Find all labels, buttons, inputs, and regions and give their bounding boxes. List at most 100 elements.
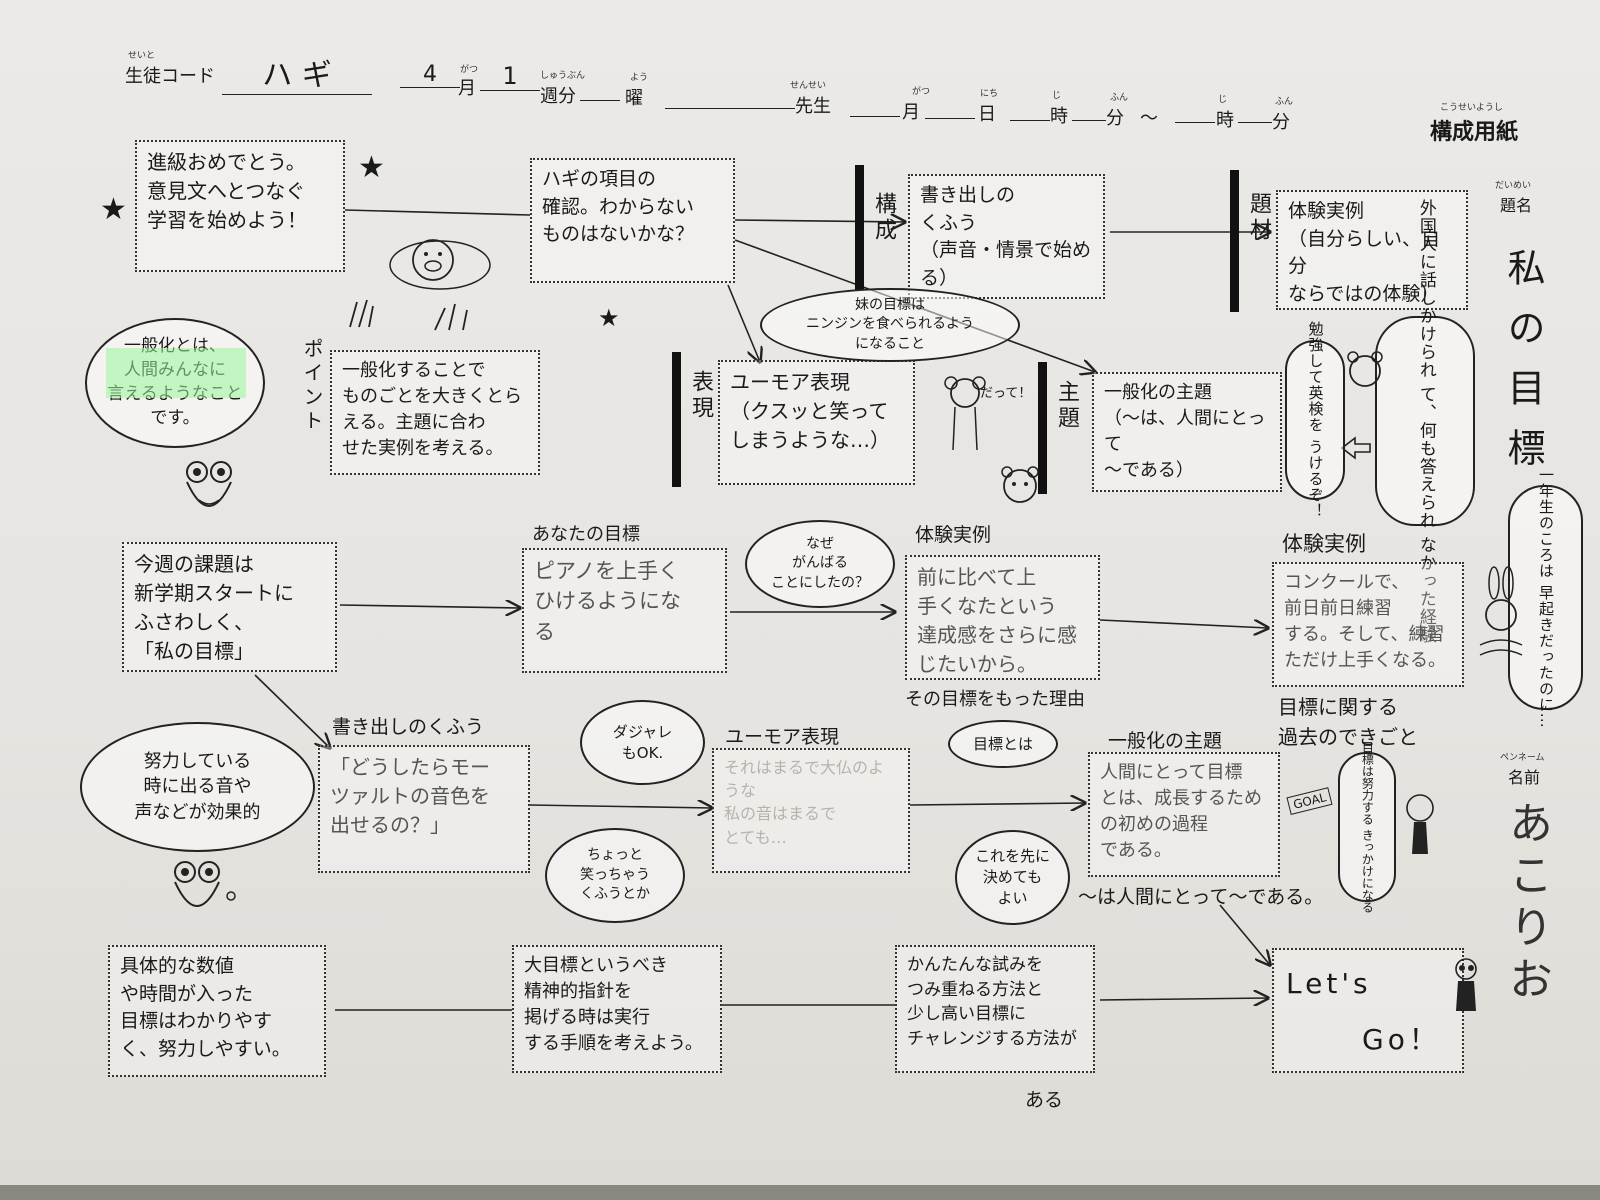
structure-bar [855, 165, 864, 290]
arrow-exp1-exp2 [1099, 619, 1268, 628]
arrow-humor-theme [909, 803, 1085, 805]
decide-bubble-text: これを先に 決めても よい [974, 847, 1050, 907]
goal-effort-bubble-text: 目標は努力する きっかけになる [1360, 741, 1375, 913]
side-label-material: 題材 [1246, 192, 1271, 244]
arrow-formula-letsgo [1219, 904, 1270, 965]
teacher-ruby: せんせい [790, 81, 827, 91]
tip2-box: 大目標というべき 精神的指針を 掲げる時は実行 する手順を考えよう。 [512, 945, 722, 1073]
humor-box: ユーモア表現 （クスッと笑って しまうような…） [718, 360, 915, 485]
week-value[interactable]: 1 [480, 62, 540, 91]
date-day-value[interactable] [925, 96, 975, 119]
frog-icon [174, 861, 236, 907]
hollow-arrow [1340, 436, 1371, 460]
decide-bubble: これを先に 決めても よい [955, 830, 1070, 925]
section-label-reason: その目標をもった理由 [905, 689, 1085, 710]
pun-bubble: ダジャレ もOK. [580, 700, 705, 785]
tip3-box: かんたんな試みを つみ重ねる方法と 少し高い目標に チャレンジする方法が [895, 945, 1095, 1073]
star-icon: ★ [358, 150, 385, 185]
week-label: 週分 [540, 86, 576, 107]
sister-bubble: 妹の目標は ニンジンを食べられるよう になること [760, 288, 1020, 362]
date-day-label: 日 [978, 104, 996, 125]
month-value[interactable]: 4 [400, 62, 460, 88]
side-label-theme: 主題 [1054, 380, 1079, 432]
bear-icon [1001, 466, 1039, 503]
section-label-exp2: 体験実例 [1282, 532, 1366, 556]
side-label-structure: 構成 [871, 192, 896, 244]
student-code-label: 生徒コード [125, 66, 215, 87]
arrow-opening-humor [529, 805, 712, 808]
form-title-ruby: こうせいようし [1440, 103, 1503, 113]
day-label: 曜 [625, 88, 643, 109]
rabbit-icon [1479, 566, 1523, 656]
expression-bar [672, 352, 681, 487]
arrow-check-opening [734, 220, 905, 222]
study-bubble: 勉強して英検を うけるぞ！ [1285, 321, 1345, 519]
your-goal-box[interactable]: ピアノを上手く ひけるようにな る [522, 548, 727, 673]
mouse-icon [944, 376, 986, 451]
week-ruby: しゅうぶん [540, 71, 586, 81]
opening-answer-box[interactable]: 「どうしたらモー ツァルトの音色を 出せるの？」 [318, 745, 530, 873]
goal-is-bubble-text: 目標とは [972, 734, 1033, 753]
date-month-label: 月 [902, 102, 920, 123]
header-row: せいと 生徒コード ハ ギ 4 がつ 月 1 しゅうぶん 週分 よう 曜 せんせ… [0, 0, 1600, 145]
exp2-box[interactable]: コンクールで、 前日前日練習 する。そして、練習 ただけ上手くなる。 [1272, 562, 1464, 687]
letsgo-line2: Go！ [1362, 1023, 1441, 1056]
highlight-mark [106, 348, 246, 398]
side-label-expression: 表現 [688, 370, 713, 422]
end-hour-ruby: じ [1218, 95, 1228, 105]
section-label-opening: 書き出しのくふう [332, 712, 485, 742]
theme-answer-box[interactable]: 人間にとって目標 とは、成長するため の初めの過程 である。 [1088, 752, 1280, 877]
check-box: ハギの項目の 確認。わからない ものはないかな？ [530, 158, 735, 283]
effort-bubble: 努力している 時に出る音や 声などが効果的 [80, 722, 315, 852]
arrow-tip3-letsgo [1099, 998, 1268, 1000]
end-minute-ruby: ふん [1275, 97, 1294, 107]
student-code-value[interactable]: ハ ギ [222, 50, 372, 95]
effort-bubble-text: 努力している 時に出る音や 声などが効果的 [134, 751, 261, 823]
end-hour-label: 時 [1216, 110, 1234, 131]
sister-tail-text: だって！ [980, 386, 1032, 401]
name-value[interactable]: あこりお [1501, 800, 1552, 1008]
arrow-check-humor [727, 284, 760, 362]
star-icon: ★ [100, 192, 127, 227]
end-minute-value[interactable] [1238, 100, 1272, 123]
foreign-bubble: 外国人に話しかけられ て、何も答えられ なかった経験 [1375, 199, 1475, 643]
first-grade-bubble: 一年生のころは 早起きだったのに… [1508, 467, 1583, 728]
line-intro-check [344, 209, 531, 216]
sister-bubble-text: 妹の目標は ニンジンを食べられるよう になること [806, 296, 974, 352]
why-bubble: なぜ がんばる ことにしたの？ [745, 520, 895, 608]
minute-value[interactable] [1072, 98, 1106, 121]
grass-icon [349, 299, 468, 331]
letsgo-line1: Let's [1286, 967, 1372, 1000]
date-month-value[interactable] [850, 94, 900, 117]
section-label-your-goal: あなたの目標 [532, 524, 640, 545]
why-bubble-text: なぜ がんばる ことにしたの？ [771, 535, 869, 591]
section-label-theme: 一般化の主題 [1108, 726, 1223, 756]
hour-value[interactable] [1010, 98, 1050, 121]
bear-icon [1406, 794, 1434, 854]
date-day-ruby: にち [980, 89, 999, 99]
day-value[interactable] [580, 78, 620, 101]
humor-answer-box[interactable]: それはまるで大仏のような 私の音はまるで とても… [712, 748, 910, 873]
end-hour-value[interactable] [1175, 100, 1215, 123]
title-ruby: だいめい [1495, 181, 1532, 191]
teacher-value[interactable] [665, 86, 795, 109]
title-value[interactable]: 私の目標 [1501, 248, 1545, 488]
exp1-box[interactable]: 前に比べて上 手くなたという 達成感をさらに感じたいから。 [905, 555, 1100, 680]
pun-bubble-text: ダジャレ もOK. [612, 722, 673, 762]
task-box: 今週の課題は 新学期スタートに ふさわしく、 「私の目標」 [122, 542, 337, 672]
goal-is-bubble: 目標とは [948, 720, 1058, 768]
day-ruby: よう [630, 73, 649, 83]
pig-icon [389, 239, 491, 290]
end-minute-label: 分 [1272, 112, 1290, 133]
name-ruby: ペンネーム [1500, 753, 1545, 763]
teacher-label: 先生 [795, 96, 831, 117]
arrow-task-opening [254, 674, 330, 748]
minute-label: 分 [1106, 108, 1124, 129]
date-month-ruby: がつ [912, 87, 931, 97]
first-grade-bubble-text: 一年生のころは 早起きだったのに… [1537, 466, 1555, 729]
theme-box: 一般化の主題 （～は、人間にとって ～である） [1092, 372, 1282, 492]
month-ruby: がつ [460, 65, 479, 75]
arrow-task-goal [339, 605, 520, 608]
star-icon: ★ [598, 304, 620, 332]
